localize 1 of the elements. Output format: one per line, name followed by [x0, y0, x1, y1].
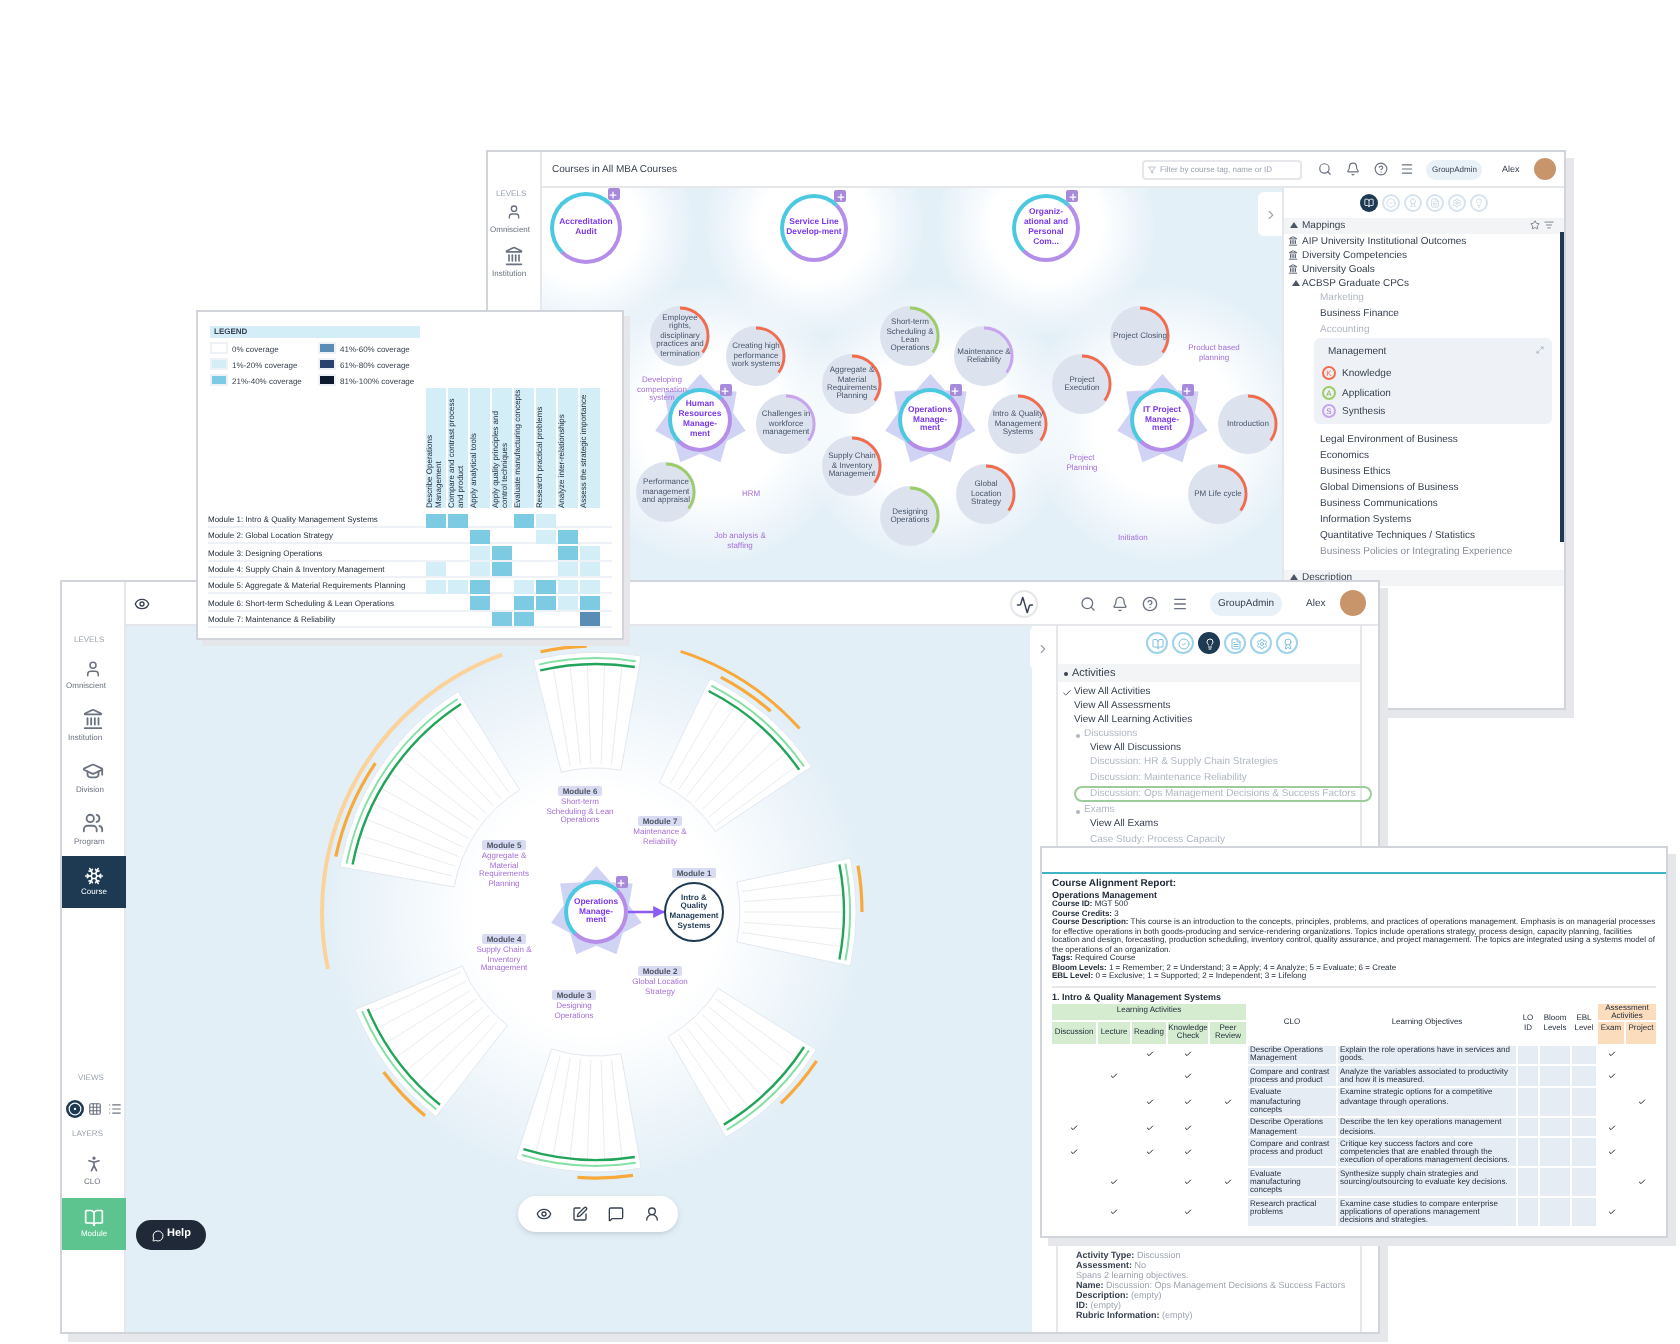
- arrow: [628, 906, 666, 918]
